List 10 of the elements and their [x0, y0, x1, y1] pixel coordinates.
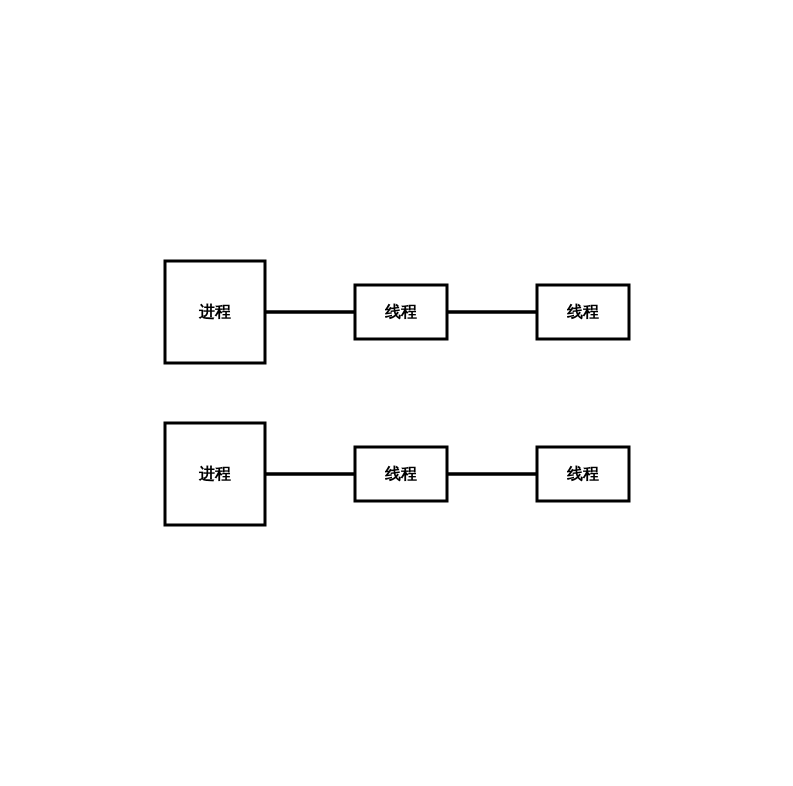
node-box: 线程 [535, 446, 630, 502]
node-box: 线程 [353, 446, 448, 502]
node-box: 进程 [163, 422, 266, 526]
node-box: 进程 [163, 260, 266, 364]
connector [446, 472, 536, 476]
connector [264, 310, 354, 314]
connector [446, 310, 536, 314]
node-box: 线程 [353, 284, 448, 340]
node-box: 线程 [535, 284, 630, 340]
connector [264, 472, 354, 476]
